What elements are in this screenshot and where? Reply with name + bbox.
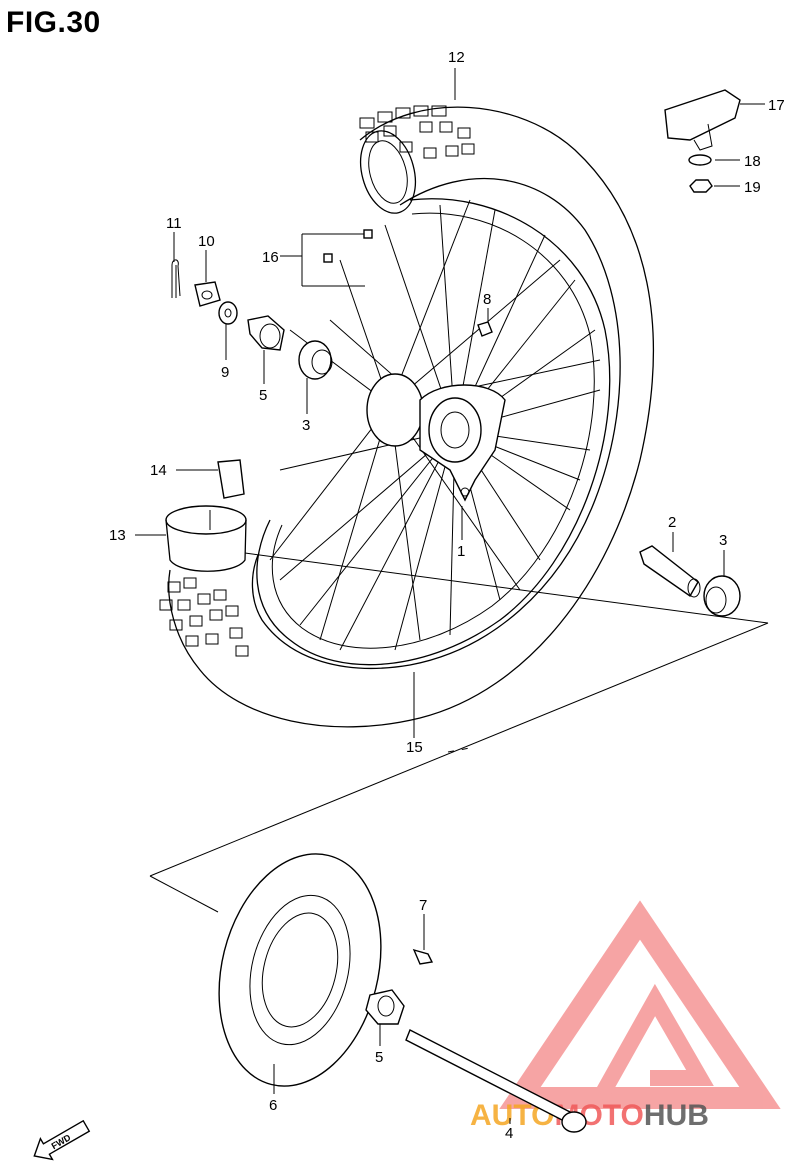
washer: [218, 301, 238, 325]
rim: [256, 198, 611, 666]
cotter-pin: [171, 259, 181, 298]
rim-lock: [664, 89, 741, 151]
callout-5-upper: 5: [259, 387, 267, 404]
castle-nut: [194, 281, 221, 307]
figure-title: FIG.30: [6, 6, 101, 39]
leader-lines: [135, 68, 765, 1124]
callout-5-lower: 5: [375, 1049, 383, 1066]
bearing-right: [703, 575, 741, 617]
balance-nut: [477, 321, 493, 337]
bearing-left: [298, 340, 333, 380]
disc-bolt: [412, 948, 434, 965]
watermark-logo: [499, 900, 781, 1109]
spoke-nipple-bracket: [301, 229, 373, 287]
spacer: [639, 545, 701, 598]
callout-17: 17: [768, 97, 785, 114]
callout-18: 18: [744, 153, 761, 170]
callout-6: 6: [269, 1097, 277, 1114]
callout-8: 8: [483, 291, 491, 308]
callout-4: 4: [505, 1125, 513, 1142]
rim-band: [165, 505, 247, 572]
collar-lower: [365, 989, 405, 1025]
callout-19: 19: [744, 179, 761, 196]
callout-7: 7: [419, 897, 427, 914]
rim-lock-nut: [689, 179, 713, 193]
hub-and-spokes: [269, 199, 601, 651]
brake-disc: [218, 853, 382, 1087]
axle: [405, 1029, 587, 1133]
callout-16: 16: [262, 249, 279, 266]
forward-direction-marker: FWD: [33, 1119, 91, 1161]
callout-10: 10: [198, 233, 215, 250]
callout-15: 15: [406, 739, 423, 756]
callout-1: 1: [457, 543, 465, 560]
callout-labels: 12 17 18 19 11 10 16 8 9 5 3 14 13 1 2 3…: [109, 49, 785, 1142]
callout-13: 13: [109, 527, 126, 544]
callout-12: 12: [448, 49, 465, 66]
callout-3-right: 3: [719, 532, 727, 549]
callout-14: 14: [150, 462, 167, 479]
callout-9: 9: [221, 364, 229, 381]
rim-band-flap: [217, 459, 245, 499]
assembly-axis-lines: [149, 552, 769, 913]
collar-upper: [247, 315, 285, 351]
callout-11: 11: [166, 215, 182, 232]
tire: [159, 105, 654, 728]
rim-lock-washer: [688, 154, 712, 166]
hub: [366, 373, 506, 502]
callout-3-left: 3: [302, 417, 310, 434]
callout-2: 2: [668, 514, 676, 531]
